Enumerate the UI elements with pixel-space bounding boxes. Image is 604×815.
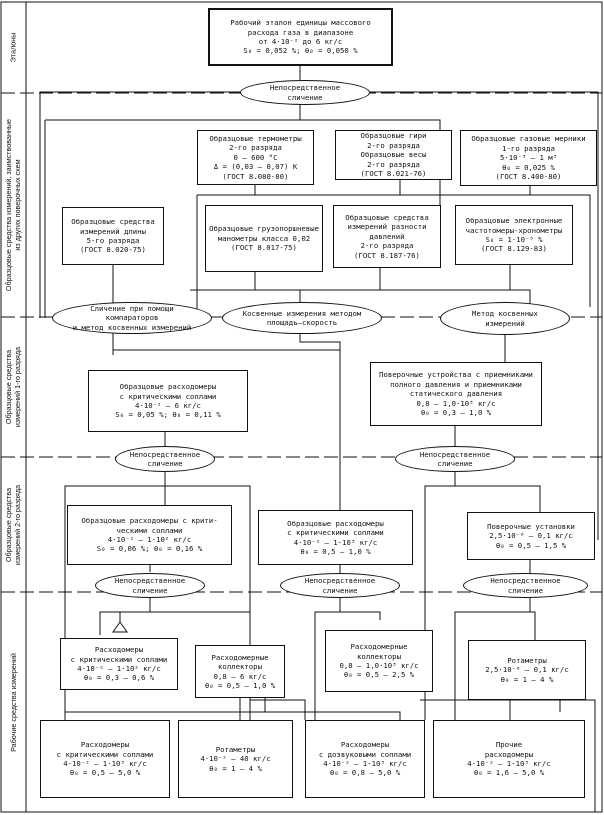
rank2-critical-nozzle-box: Образцовые расходомеры с крити-ческими с…	[67, 505, 232, 565]
side-label-working: Рабочие средства измерений	[8, 652, 18, 752]
side-label-standards: Эталоны	[8, 32, 18, 63]
side-label-borrowed: Образцовые средства измерений, заимствов…	[4, 118, 22, 292]
